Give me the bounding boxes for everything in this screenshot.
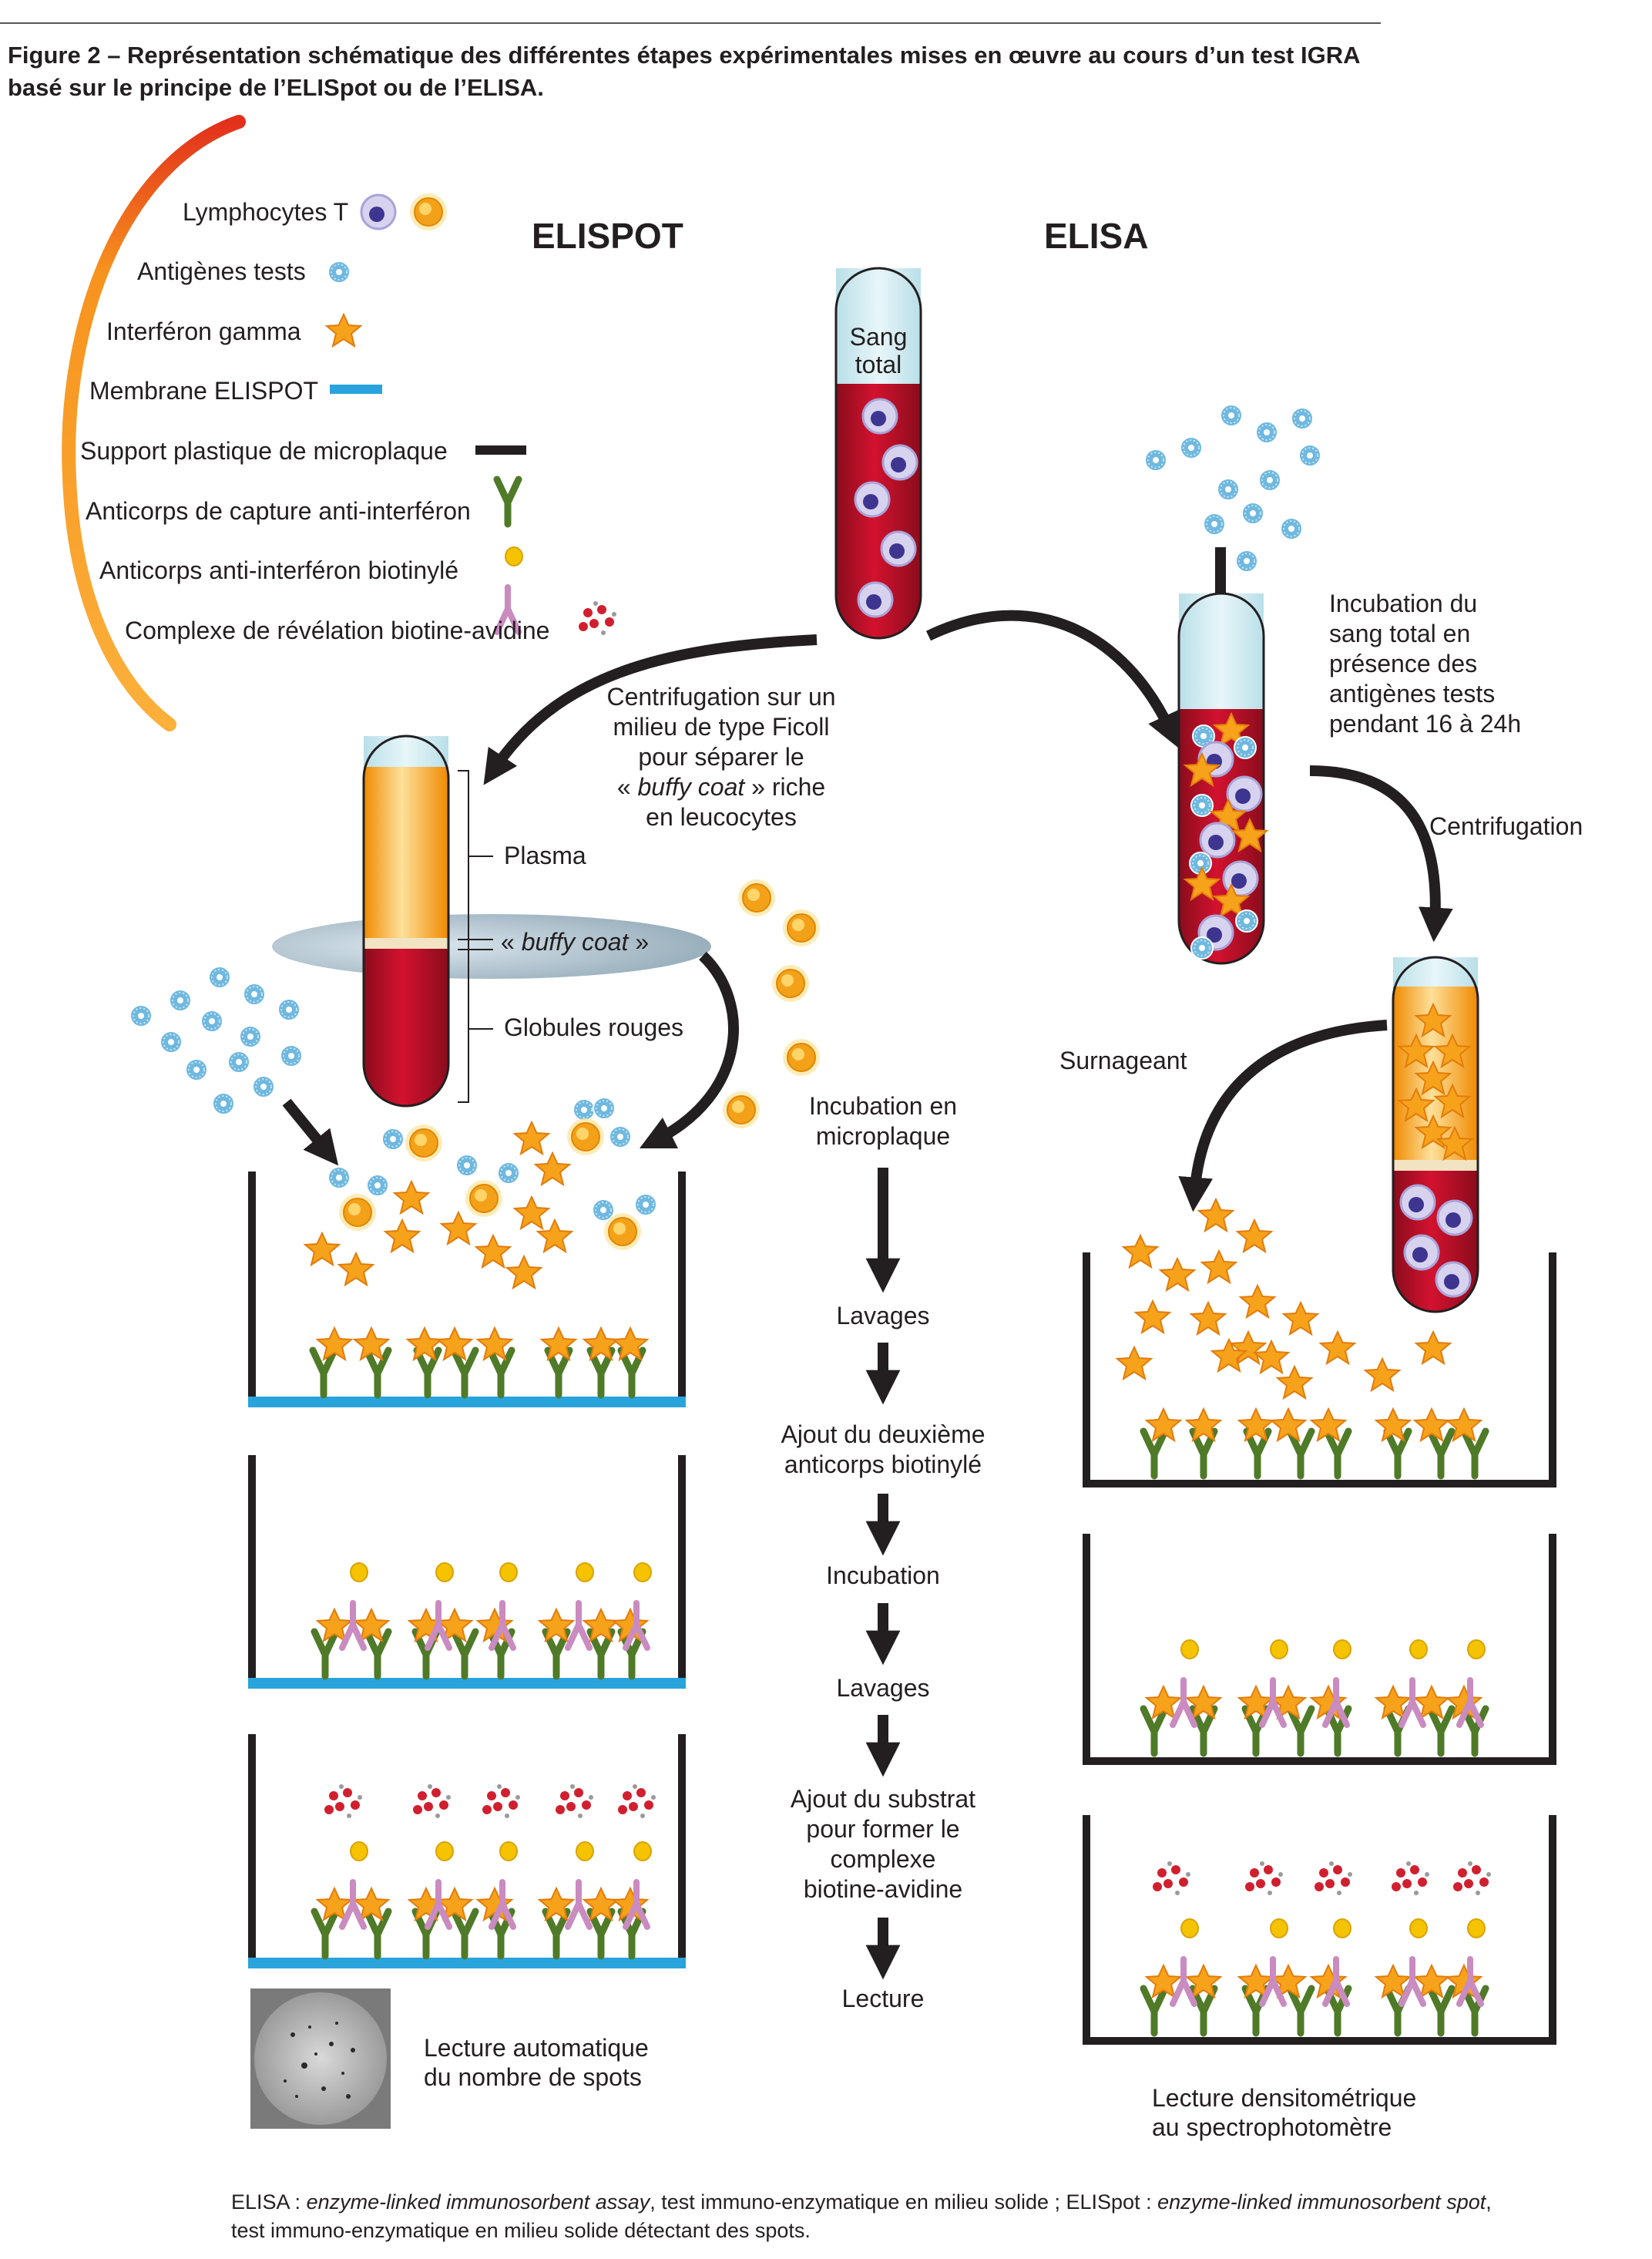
reading-elisa-line2: au spectrophotomètre	[1152, 2113, 1392, 2141]
antigen-icon	[327, 261, 351, 284]
caption-line1: Figure 2 – Représentation schématique de…	[8, 42, 1361, 69]
svg-text:en leucocytes: en leucocytes	[646, 803, 797, 831]
antigens-cluster-left	[129, 966, 303, 1115]
legend-antigens-label: Antigènes tests	[137, 257, 306, 285]
svg-text:biotine-avidine: biotine-avidine	[804, 1875, 962, 1903]
svg-text:Lecture: Lecture	[842, 1985, 925, 2012]
central-steps: Incubation en microplaque Lavages Ajout …	[781, 1092, 985, 2012]
antigens-cluster-right	[1144, 404, 1321, 573]
elispot-plate-1	[248, 1097, 686, 1407]
centrifuged-tube	[1392, 956, 1479, 1313]
tube-label-line1: Sang	[850, 323, 908, 351]
complex-icon	[579, 601, 616, 635]
legend-lymphocytes-label: Lymphocytes T	[183, 198, 348, 226]
elispot-plate-3	[248, 1734, 686, 1968]
svg-text:anticorps biotinylé: anticorps biotinylé	[784, 1451, 982, 1478]
arrow-buffy-to-plate	[639, 951, 739, 1149]
svg-text:complexe: complexe	[831, 1845, 936, 1873]
support-swatch-icon	[475, 445, 526, 455]
layer-red-cells-label: Globules rouges	[504, 1014, 683, 1041]
reading-elispot-line2: du nombre de spots	[424, 2063, 642, 2091]
svg-text:Centrifugation sur un: Centrifugation sur un	[606, 683, 835, 711]
header-elisa: ELISA	[1044, 216, 1148, 256]
svg-text:milieu de type Ficoll: milieu de type Ficoll	[613, 713, 830, 741]
legend: Lymphocytes T Antigènes tests Interféron…	[80, 193, 616, 644]
legend-arc	[62, 115, 246, 731]
legend-biotinylated-label: Anticorps anti-interféron biotinylé	[99, 556, 458, 584]
footnote-line2: test immuno-enzymatique en milieu solide…	[231, 2219, 811, 2242]
header-elispot: ELISPOT	[532, 216, 683, 256]
legend-membrane-label: Membrane ELISPOT	[89, 377, 318, 405]
reading-elisa-line1: Lecture densitométrique	[1152, 2084, 1416, 2112]
svg-text:pour former le: pour former le	[806, 1815, 959, 1843]
whole-blood-tube: Sang total	[834, 267, 922, 640]
elispot-plate-2	[248, 1455, 686, 1689]
svg-text:pour séparer le: pour séparer le	[638, 743, 804, 771]
arrow-to-ficoll	[483, 634, 818, 785]
reading-elispot-line1: Lecture automatique	[424, 2034, 649, 2062]
centrifugation-ficoll-text: Centrifugation sur un milieu de type Fic…	[606, 683, 835, 831]
layer-plasma-label: Plasma	[504, 842, 586, 869]
elispot-well-image	[250, 1988, 391, 2129]
elisa-plate-1	[1083, 1198, 1556, 1488]
elisa-plate-3	[1083, 1815, 1556, 2045]
svg-text:sang total en: sang total en	[1329, 620, 1470, 647]
legend-capture-label: Anticorps de capture anti-interféron	[86, 497, 471, 525]
ficoll-tube	[272, 735, 711, 1108]
svg-text:Incubation en: Incubation en	[809, 1092, 957, 1120]
svg-text:Lavages: Lavages	[837, 1674, 930, 1702]
svg-text:Lavages: Lavages	[837, 1302, 930, 1330]
centrifugation-label: Centrifugation	[1429, 812, 1583, 840]
legend-support-label: Support plastique de microplaque	[80, 437, 448, 465]
lymphocyte-gold-icon	[409, 193, 448, 231]
arrow-antigens-to-plate	[282, 1098, 339, 1166]
svg-text:Ajout du substrat: Ajout du substrat	[791, 1785, 975, 1813]
svg-text:microplaque: microplaque	[816, 1122, 950, 1150]
capture-antibody-icon	[497, 479, 519, 524]
legend-complex-label: Complexe de révélation biotine-avidine	[125, 617, 549, 644]
svg-text:Ajout du deuxième: Ajout du deuxième	[781, 1420, 985, 1448]
caption-line2: basé sur le principe de l’ELISpot ou de …	[8, 74, 544, 101]
svg-text:pendant 16 à 24h: pendant 16 à 24h	[1329, 710, 1521, 738]
arrow-to-elisa-tube	[925, 610, 1180, 748]
incubation-tube	[1177, 592, 1268, 965]
svg-text:Incubation: Incubation	[826, 1561, 940, 1589]
layer-buffy-coat-label: « buffy coat »	[501, 928, 649, 956]
svg-text:antigènes tests: antigènes tests	[1329, 680, 1495, 708]
arrow-supernatant	[1178, 1020, 1388, 1212]
arrow-centrifugation	[1309, 765, 1453, 943]
svg-text:« buffy coat » riche: « buffy coat » riche	[617, 773, 825, 801]
elisa-plate-2	[1083, 1534, 1556, 1765]
tube-label-line2: total	[855, 351, 902, 378]
svg-text:Incubation du: Incubation du	[1329, 590, 1477, 617]
incubation-whole-blood-text: Incubation du sang total en présence des…	[1329, 590, 1521, 738]
lymphocyte-blue-icon	[360, 193, 397, 230]
buffy-lymphocytes	[722, 879, 821, 1129]
svg-text:présence des: présence des	[1329, 650, 1477, 677]
supernatant-label: Surnageant	[1059, 1047, 1187, 1074]
footnote-line1: ELISA : enzyme-linked immunosorbent assa…	[231, 2190, 1492, 2214]
interferon-star-icon	[326, 314, 361, 347]
membrane-swatch-icon	[330, 385, 382, 394]
legend-interferon-label: Interféron gamma	[106, 318, 301, 345]
